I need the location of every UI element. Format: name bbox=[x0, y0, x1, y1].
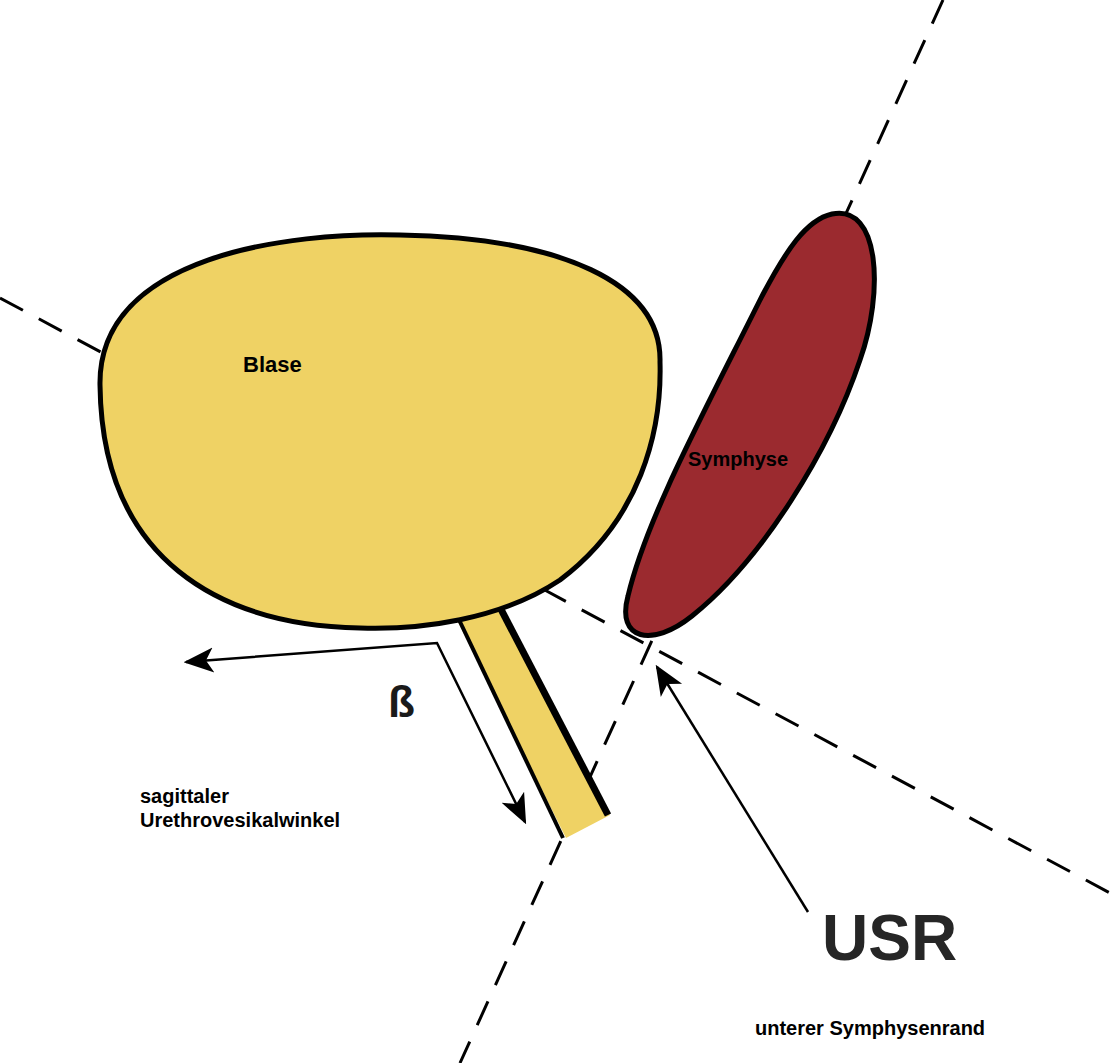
organ-label: Symphyse bbox=[688, 447, 788, 471]
angle-symbol: ß bbox=[388, 676, 415, 729]
bladder-shape-outline bbox=[90, 226, 670, 636]
symphysis-shape-outline bbox=[612, 200, 892, 650]
bladder-shape bbox=[100, 235, 660, 628]
abbreviation-caption: unterer Symphysenrand bbox=[755, 1016, 985, 1040]
abbreviation: USR bbox=[822, 900, 957, 977]
urethra bbox=[452, 585, 610, 838]
usr-arrow bbox=[657, 667, 808, 912]
symphysis-shape bbox=[626, 213, 875, 635]
angle-arrow bbox=[186, 643, 525, 822]
symphysis: Symphyse bbox=[612, 200, 892, 650]
bladder: Blase bbox=[90, 226, 670, 636]
angle-caption: sagittaler Urethrovesikalwinkel bbox=[140, 784, 400, 832]
urethra-wall bbox=[492, 592, 608, 815]
urethra-wall bbox=[452, 605, 563, 838]
organ-label: Blase bbox=[243, 352, 302, 378]
